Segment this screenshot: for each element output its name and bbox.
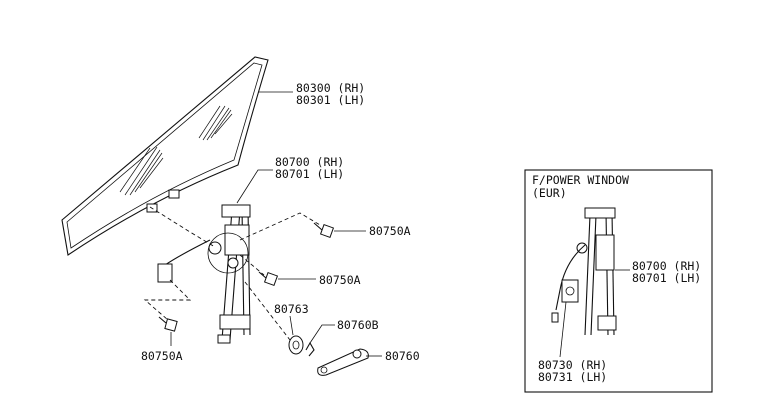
inset-subtitle: (EUR) <box>532 186 567 200</box>
window-regulator <box>157 204 251 344</box>
label-clip: 80760B <box>337 318 379 332</box>
label-bolt-lower: 80750A <box>141 349 183 363</box>
label-bolt-middle: 80750A <box>319 273 361 287</box>
clip <box>305 341 315 357</box>
leader-regulator <box>236 169 273 204</box>
regulator-pulley-center <box>227 257 239 269</box>
bolt-lower <box>158 316 178 332</box>
inset-cable <box>555 244 586 311</box>
window-handle <box>317 348 369 376</box>
motor-gear <box>565 286 575 296</box>
label-washer: 80763 <box>274 302 309 316</box>
label-regulator-rh: 80700 (RH) <box>275 155 344 169</box>
label-handle: 80760 <box>385 349 420 363</box>
label-regulator-lh: 80701 (LH) <box>275 167 344 181</box>
inset-frame <box>524 169 713 393</box>
regulator-foot <box>217 334 231 344</box>
glass-reflection-upper <box>198 105 233 141</box>
inset-bottom-bracket <box>597 315 617 331</box>
bolt-middle <box>258 271 279 287</box>
regulator-motor-mount <box>224 224 250 256</box>
label-inset-regulator-rh: 80700 (RH) <box>632 259 701 273</box>
door-glass <box>61 56 269 256</box>
label-glass-rh: 80300 (RH) <box>296 81 365 95</box>
inset-top-bracket <box>584 207 616 219</box>
power-window-regulator <box>551 207 617 336</box>
regulator-detail-circle <box>207 232 249 274</box>
regulator-pulley-left <box>208 241 222 255</box>
glass-reflection-lower <box>119 146 164 196</box>
label-glass-lh: 80301 (LH) <box>296 93 365 107</box>
power-window-motor <box>561 279 579 303</box>
assembly-dashed-lines <box>143 206 321 341</box>
label-inset-regulator-lh: 80701 (LH) <box>632 271 701 285</box>
leader-inset-motor <box>559 301 567 358</box>
label-inset-motor-lh: 80731 (LH) <box>538 370 607 384</box>
leader-washer <box>289 315 294 336</box>
label-bolt-upper: 80750A <box>369 224 411 238</box>
bolt-upper <box>313 222 335 239</box>
leader-clip <box>309 324 335 344</box>
inset-title: F/POWER WINDOW <box>532 173 629 187</box>
glass-bracket-right <box>168 189 180 199</box>
washer <box>288 335 304 355</box>
regulator-bottom-bracket <box>219 314 251 330</box>
regulator-top-bracket <box>221 204 251 218</box>
inset-motor-mount <box>595 234 615 271</box>
motor-connector <box>551 312 559 323</box>
regulator-lower-slider <box>157 263 173 283</box>
label-inset-motor-rh: 80730 (RH) <box>538 358 607 372</box>
